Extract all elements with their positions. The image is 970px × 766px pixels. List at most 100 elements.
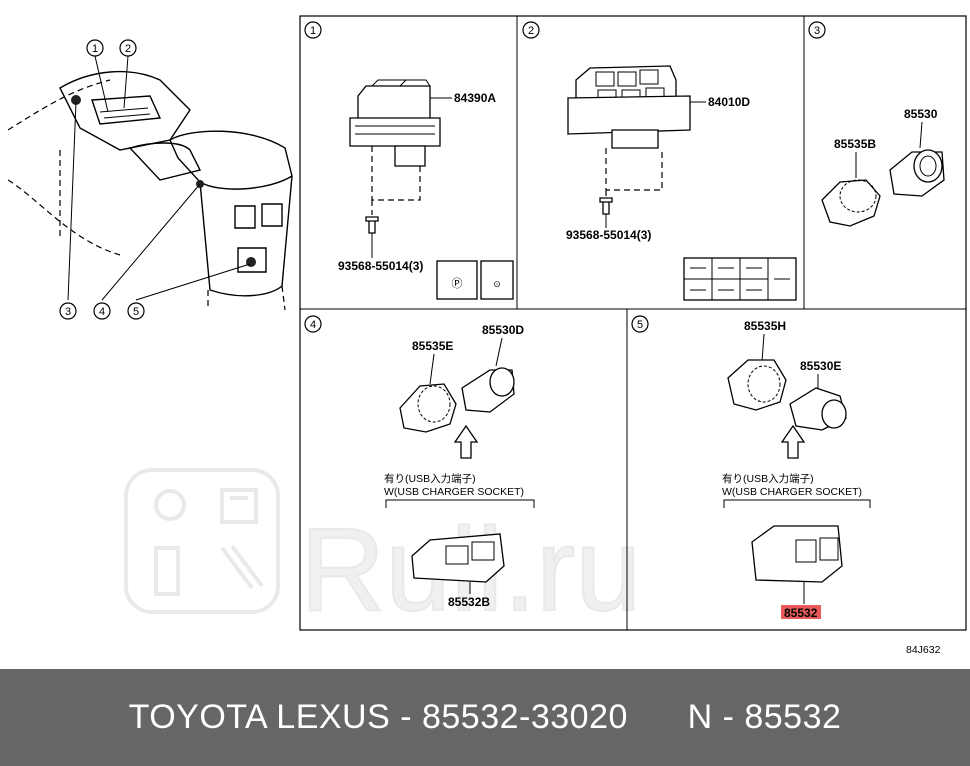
- usb-socket-ports: [795, 537, 839, 563]
- console-cup-area: [128, 142, 202, 181]
- panel-frame: [299, 15, 967, 631]
- panel-number: 1: [310, 25, 316, 37]
- usb-bracket: [385, 499, 535, 508]
- callout-number: 5: [133, 306, 139, 318]
- part-label-85530: 85530: [904, 107, 938, 121]
- part-label-85530D: 85530D: [482, 323, 524, 337]
- diagram-code: 84J632: [906, 644, 941, 656]
- watermark-logo-frame: [124, 468, 280, 614]
- part-label-85535E: 85535E: [412, 339, 453, 353]
- rear-socket: [246, 257, 256, 267]
- switch-84010D-dash: [605, 148, 663, 191]
- hold-icon: ⊙: [493, 279, 501, 289]
- usb-note-jp: 有り(USB入力端子): [722, 472, 814, 485]
- usb-note-en: W(USB CHARGER SOCKET): [384, 486, 524, 498]
- ring-85535E-body: [399, 383, 457, 433]
- callout-number: 4: [99, 306, 105, 318]
- callout-circle: [59, 302, 77, 320]
- overview-dash-line: [207, 285, 286, 311]
- front-socket: [71, 95, 81, 105]
- console-top: [59, 70, 191, 151]
- ring-85535H-body: [727, 359, 787, 411]
- footer-part-number: TOYOTA LEXUS - 85532-33020: [128, 698, 628, 736]
- part-label-93568-55014: 93568-55014(3): [338, 259, 423, 273]
- ring-85535B-face: [839, 179, 877, 213]
- watermark: Ruli.ru: [124, 468, 642, 637]
- panel-4: 4 85535E 85530D 有り(USB入力端子) W(USB CHARGE…: [304, 315, 535, 609]
- overview-dash-line: [7, 179, 121, 256]
- callout-number: 3: [65, 306, 71, 318]
- screw-icon: [365, 216, 379, 234]
- overview-dash-line: [7, 79, 111, 131]
- screw-icon: [599, 197, 613, 215]
- switch-84390A-detail: [355, 125, 435, 135]
- leader-line: [919, 121, 923, 149]
- callout-circle: [119, 39, 137, 57]
- usb-socket-85532B: [411, 533, 505, 583]
- watermark-door-icon: [220, 488, 258, 524]
- panel-number: 3: [814, 25, 820, 37]
- console-overview: 1 2 3 4 5: [7, 39, 293, 320]
- usb-note-en: W(USB CHARGER SOCKET): [722, 486, 862, 498]
- socket-85530E-face: [821, 399, 847, 429]
- highlight-box: [781, 605, 821, 619]
- leader-line: [67, 101, 77, 301]
- rear-vents: [234, 203, 283, 229]
- callout-circle: [93, 302, 111, 320]
- switch-face-markings: [690, 267, 790, 291]
- panel-1: 1 84390A 93568-55014(3) Ⓟ ⊙: [304, 21, 514, 300]
- watermark-lamp-icon: [154, 489, 186, 521]
- leader-line: [94, 55, 109, 113]
- usb-socket-ports: [445, 541, 495, 565]
- part-label-85535H: 85535H: [744, 319, 786, 333]
- footer-bar: TOYOTA LEXUS - 85532-33020 N - 85532: [0, 669, 970, 766]
- leader-line: [123, 55, 129, 109]
- panel-number: 4: [310, 319, 316, 331]
- up-arrow: [453, 424, 479, 459]
- ring-85535B-body: [821, 179, 881, 227]
- armrest: [169, 130, 293, 190]
- panel-5: 5 85535H 85530E 有り(USB入力端子) W(USB CHARGE…: [631, 315, 871, 620]
- switch-84390A-top: [371, 79, 431, 87]
- part-label-85532B: 85532B: [448, 595, 490, 609]
- leader-line: [429, 353, 435, 385]
- switch-face-hold: [480, 260, 514, 300]
- panel-number-circle: [808, 21, 826, 39]
- part-label-84010D: 84010D: [708, 95, 750, 109]
- socket-85530D-face: [489, 367, 515, 397]
- switch-84390A-bracket: [394, 145, 426, 167]
- usb-bracket: [723, 499, 871, 508]
- rear-socket-panel: [237, 247, 267, 273]
- switch-84390A-base: [349, 117, 441, 147]
- console-switch-area: [91, 95, 162, 125]
- panel-number: 5: [637, 319, 643, 331]
- part-label-85535B: 85535B: [834, 137, 876, 151]
- watermark-oil-icon: [154, 546, 180, 596]
- ring-85535E-face: [417, 385, 451, 423]
- up-arrow: [780, 424, 806, 459]
- footer-oem-code: N - 85532: [687, 698, 842, 736]
- watermark-shock-icon: [220, 544, 264, 590]
- callout-number: 2: [125, 43, 131, 55]
- callout-circle: [86, 39, 104, 57]
- footer-text: TOYOTA LEXUS - 85532-33020 N - 85532: [0, 669, 970, 766]
- watermark-text: Ruli.ru: [300, 504, 641, 636]
- part-label-85530E: 85530E: [800, 359, 841, 373]
- ring-85535H-face: [747, 365, 781, 403]
- part-label-84390A: 84390A: [454, 91, 496, 105]
- switch-face-grid: [684, 258, 769, 300]
- parts-diagram: Ruli.ru 1 2 3 4 5: [7, 15, 967, 656]
- panel-3: 3 85530 85535B: [808, 21, 945, 227]
- panel-grid: [299, 15, 967, 631]
- console-rear: [199, 175, 293, 297]
- part-label-85532-highlighted: 85532: [784, 606, 818, 620]
- switch-face-parking: [436, 260, 478, 300]
- usb-socket-85532: [751, 525, 843, 583]
- panel-number-circle: [304, 21, 322, 39]
- panel-2: 2 84010D 93568-55014(3): [522, 21, 797, 301]
- leader-line: [101, 183, 201, 301]
- parking-icon: Ⓟ: [452, 277, 463, 290]
- callout-circle: [127, 302, 145, 320]
- panel-number-circle: [304, 315, 322, 333]
- leader-line: [495, 337, 503, 367]
